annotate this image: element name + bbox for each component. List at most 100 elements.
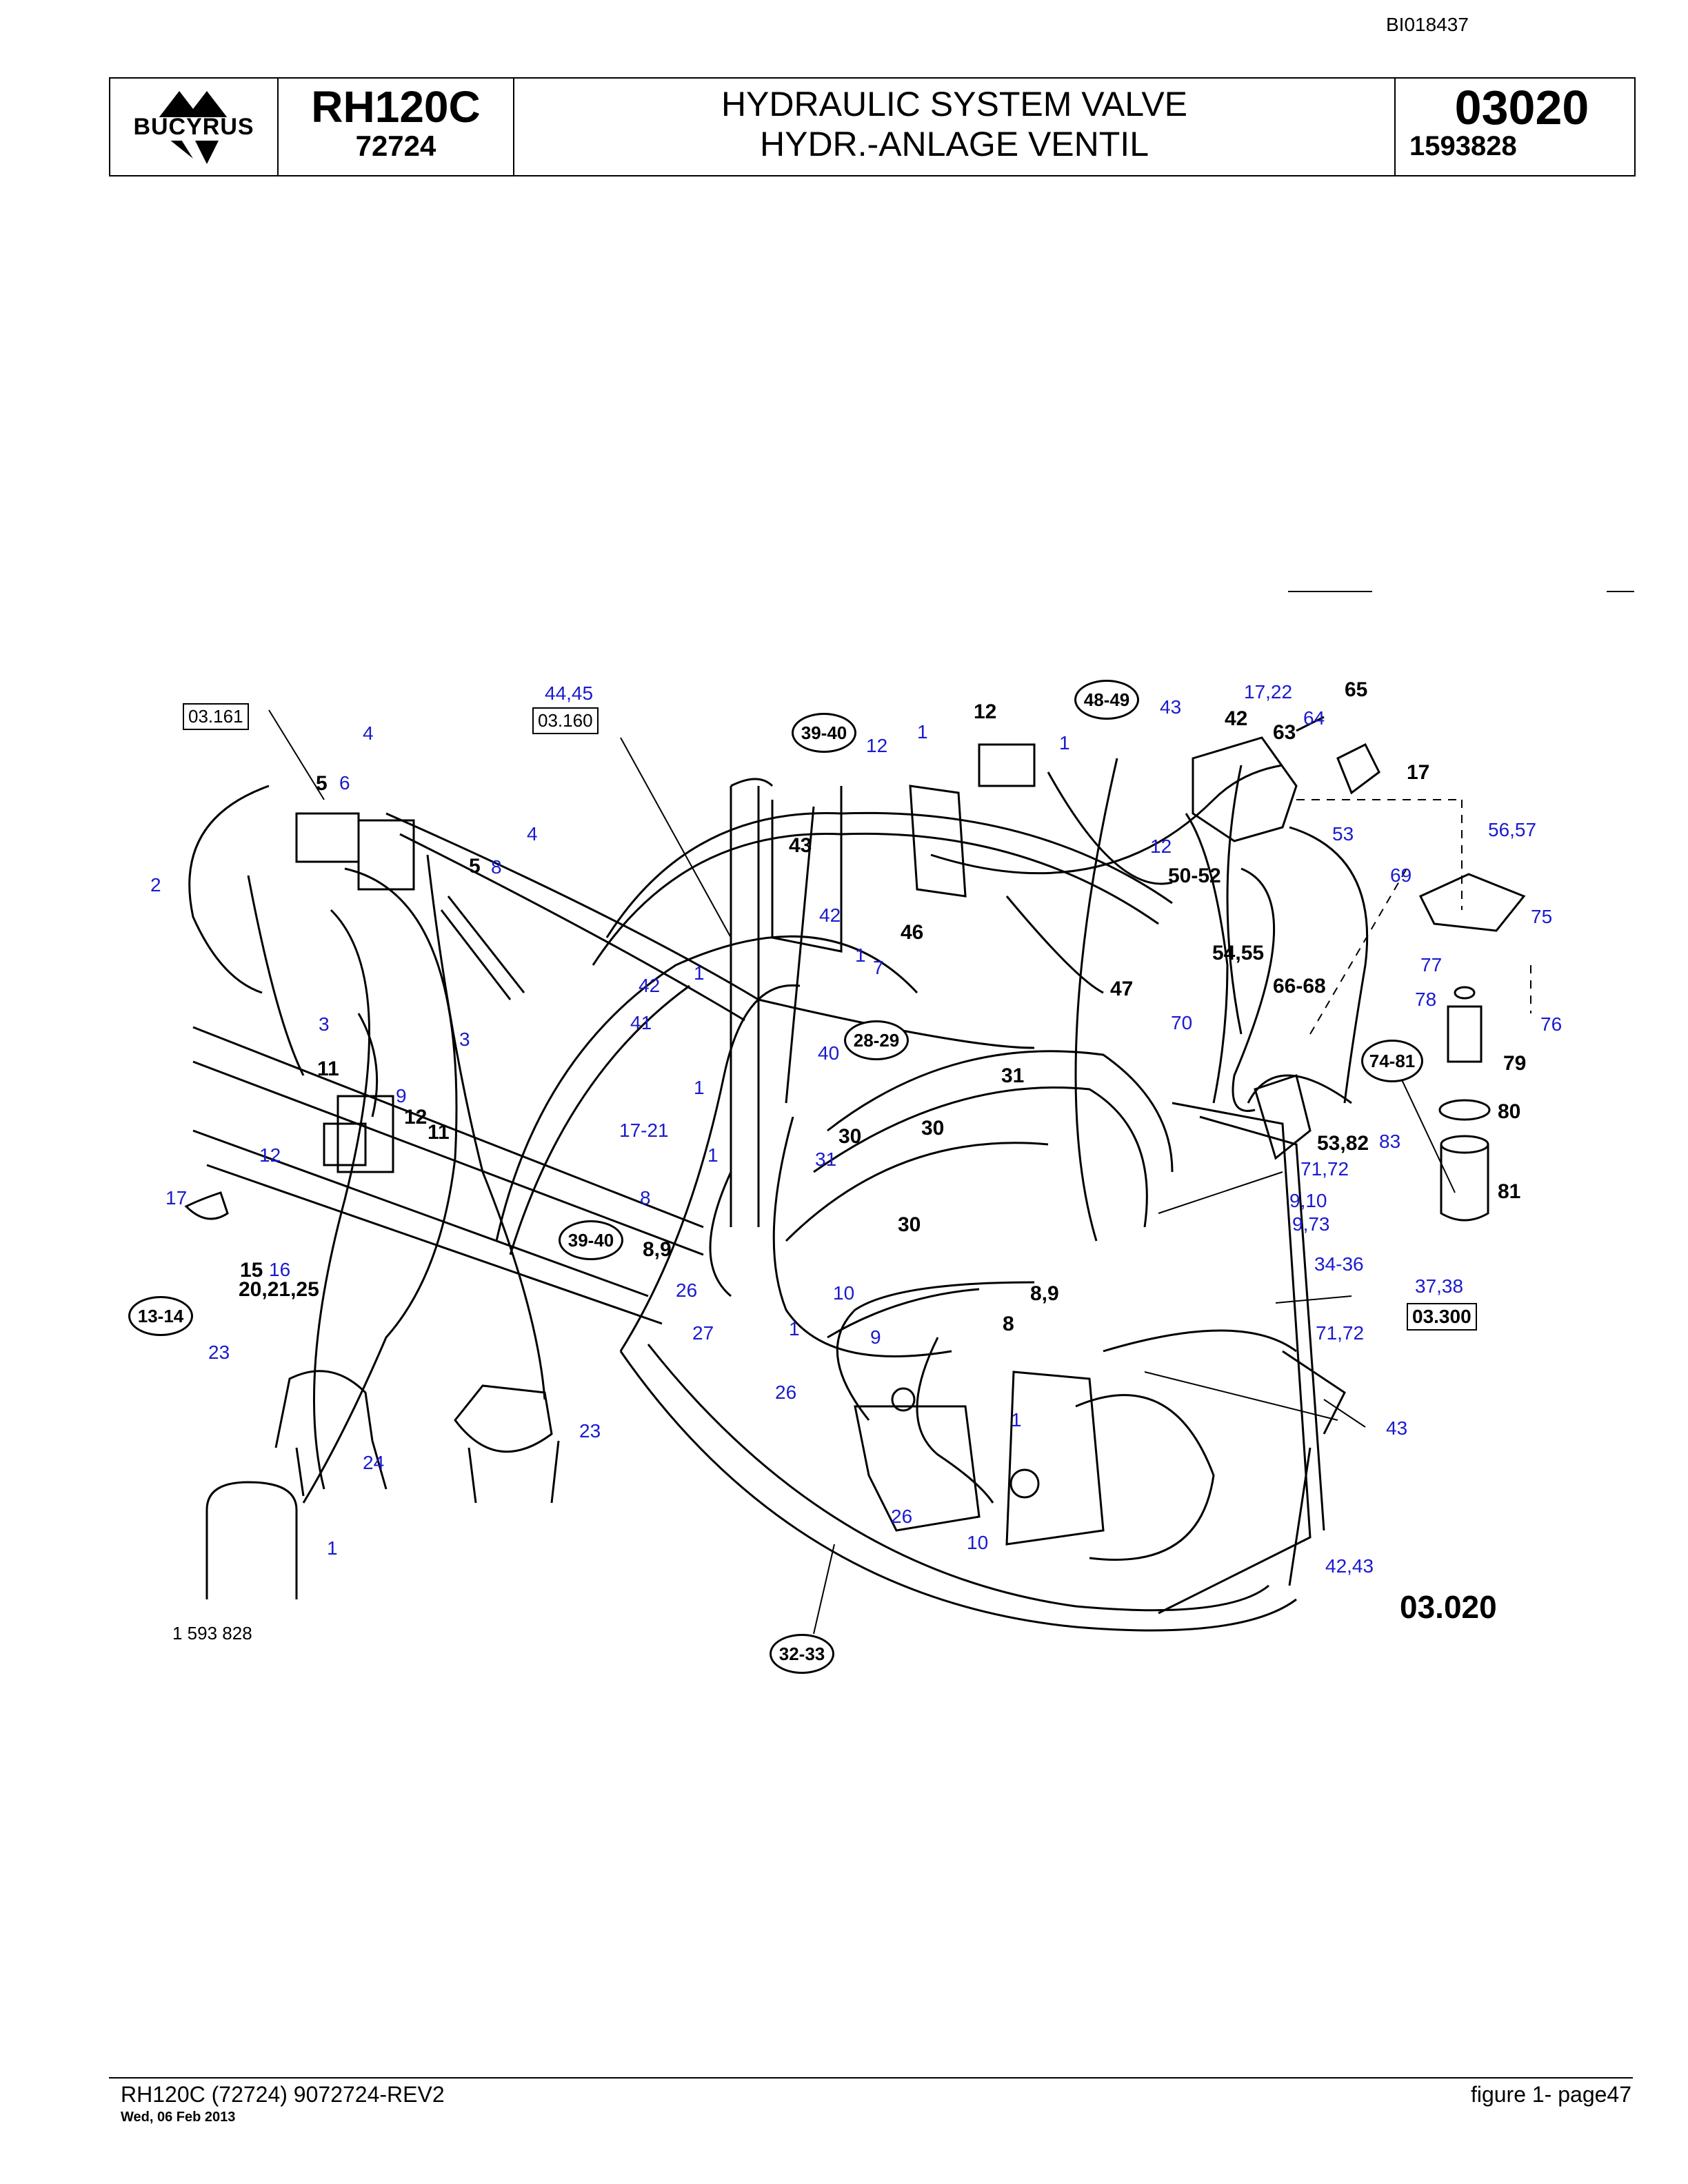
callout: 78 xyxy=(1415,989,1437,1010)
callout: 1 xyxy=(694,962,705,984)
sheet-code: 03.020 xyxy=(1400,1589,1497,1625)
callout-bold: 42 xyxy=(1225,707,1248,730)
assembly-ellipse: 48-49 xyxy=(1074,680,1139,720)
callout: 17,22 xyxy=(1244,681,1293,702)
model-name: RH120C xyxy=(311,82,481,132)
callout-bold: 31 xyxy=(1001,1064,1025,1087)
callout: 26 xyxy=(891,1506,913,1527)
callout-bold: 63 xyxy=(1273,721,1296,744)
callout: 69 xyxy=(1390,865,1412,886)
assembly-ellipse: 32-33 xyxy=(770,1634,834,1674)
model-cell: RH120C 72724 xyxy=(279,79,514,175)
footer-document-ref: RH120C (72724) 9072724-REV2 xyxy=(121,2082,445,2107)
callout-bold: 30 xyxy=(838,1125,862,1148)
callout: 43 xyxy=(1386,1417,1408,1439)
callout-bold: 8,9 xyxy=(1030,1282,1059,1305)
assembly-ellipse: 28-29 xyxy=(844,1020,909,1060)
callout: 8 xyxy=(491,856,502,878)
callout-bold: 50-52 xyxy=(1168,865,1221,887)
footer-page: figure 1- page47 xyxy=(1470,2082,1631,2107)
callout: 42 xyxy=(639,975,661,996)
callout: 37,38 xyxy=(1415,1275,1464,1297)
ref-box-03-161: 03.161 xyxy=(183,703,249,730)
callout-bold: 12 xyxy=(404,1106,428,1129)
callout: 1 xyxy=(327,1537,338,1559)
callout: 8 xyxy=(640,1187,651,1209)
callout-bold: 65 xyxy=(1345,678,1368,701)
callout: 9,73 xyxy=(1292,1213,1330,1235)
group-code: 03020 xyxy=(1454,81,1589,134)
callout: 7 xyxy=(873,957,884,978)
callout-bold: 11 xyxy=(317,1058,339,1080)
callout: 10 xyxy=(967,1532,989,1553)
callout: 31 xyxy=(815,1149,837,1170)
callout-bold: 30 xyxy=(921,1117,945,1140)
ref-box-03-160: 03.160 xyxy=(532,707,599,734)
assembly-ellipse: 39-40 xyxy=(792,713,856,753)
callout: 4 xyxy=(527,823,538,845)
callout-bold: 66-68 xyxy=(1273,975,1326,998)
assembly-ellipse: 13-14 xyxy=(128,1296,193,1336)
callout: 1 xyxy=(855,944,866,966)
callout: 1 xyxy=(1011,1409,1022,1430)
callout: 9 xyxy=(870,1326,881,1348)
callout-bold: 8,9 xyxy=(643,1238,672,1261)
drawing-number: 1593828 xyxy=(1409,131,1517,161)
assembly-ellipse: 74-81 xyxy=(1361,1040,1423,1082)
model-number: 72724 xyxy=(355,130,436,162)
callout: 9 xyxy=(396,1085,407,1106)
callout: 70 xyxy=(1171,1012,1193,1033)
logo-mark-icon xyxy=(117,91,269,164)
callout: 56,57 xyxy=(1488,819,1537,840)
title-block: BUCYRUS RH120C 72724 HYDRAULIC SYSTEM VA… xyxy=(109,77,1636,176)
callout: 44,45 xyxy=(545,682,594,704)
callout: 1 xyxy=(789,1318,800,1339)
callout: 27 xyxy=(692,1322,714,1344)
callout: 64 xyxy=(1303,707,1325,729)
callout: 71,72 xyxy=(1316,1322,1365,1344)
callout: 1 xyxy=(1059,732,1070,754)
callout: 17-21 xyxy=(619,1120,669,1141)
title-cell: HYDRAULIC SYSTEM VALVE HYDR.-ANLAGE VENT… xyxy=(514,79,1396,175)
callout: 23 xyxy=(579,1420,601,1442)
footer-date: Wed, 06 Feb 2013 xyxy=(121,2110,236,2125)
callout: 40 xyxy=(818,1042,840,1064)
callout: 43 xyxy=(1160,696,1182,718)
callout: 1 xyxy=(707,1144,719,1166)
callout: 9,10 xyxy=(1289,1190,1327,1211)
callout: 2 xyxy=(150,874,161,896)
callout: 75 xyxy=(1531,906,1553,927)
callout-bold: 20,21,25 xyxy=(239,1278,319,1301)
callout-bold: 5 xyxy=(316,772,328,795)
assembly-ellipse: 39-40 xyxy=(559,1220,623,1260)
callout: 24 xyxy=(363,1452,385,1473)
title-english: HYDRAULIC SYSTEM VALVE xyxy=(721,85,1188,123)
callout: 77 xyxy=(1420,954,1443,975)
callout: 1 xyxy=(917,721,928,742)
callout: 34-36 xyxy=(1314,1253,1364,1275)
callout: 26 xyxy=(775,1382,797,1403)
callout: 4 xyxy=(363,722,374,744)
document-id: BI018437 xyxy=(1386,14,1469,35)
callout: 41 xyxy=(630,1012,652,1033)
callout: 12 xyxy=(1150,836,1172,857)
callout: 42,43 xyxy=(1325,1555,1374,1577)
bucyrus-logo: BUCYRUS xyxy=(110,79,279,175)
callout: 26 xyxy=(676,1280,698,1301)
callout-bold: 12 xyxy=(974,700,997,723)
title-german: HYDR.-ANLAGE VENTIL xyxy=(759,125,1149,163)
footer-divider xyxy=(109,2077,1633,2079)
callout: 42 xyxy=(819,904,841,926)
callout: 76 xyxy=(1540,1013,1563,1035)
callout-bold: 30 xyxy=(898,1213,921,1236)
callout-bold: 43 xyxy=(789,834,812,857)
callout-bold: 8 xyxy=(1003,1313,1014,1335)
ref-box-03-300: 03.300 xyxy=(1407,1303,1477,1331)
callout-bold: 53,82 xyxy=(1317,1132,1369,1155)
callout: 16 xyxy=(269,1259,291,1280)
callout-bold: 5 xyxy=(469,855,481,878)
callout-bold: 79 xyxy=(1503,1052,1527,1075)
callout-bold: 54,55 xyxy=(1212,942,1265,964)
callout: 17 xyxy=(165,1187,188,1209)
